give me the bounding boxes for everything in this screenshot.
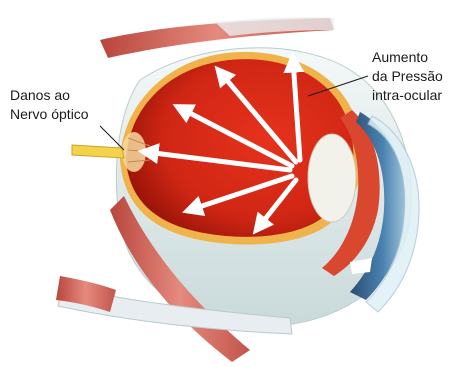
optic-nerve-damage-label: Danos ao Nervo óptico: [10, 86, 130, 124]
intraocular-pressure-label: Aumento da Pressão intra-ocular: [372, 48, 468, 105]
optic-nerve: [72, 145, 124, 158]
